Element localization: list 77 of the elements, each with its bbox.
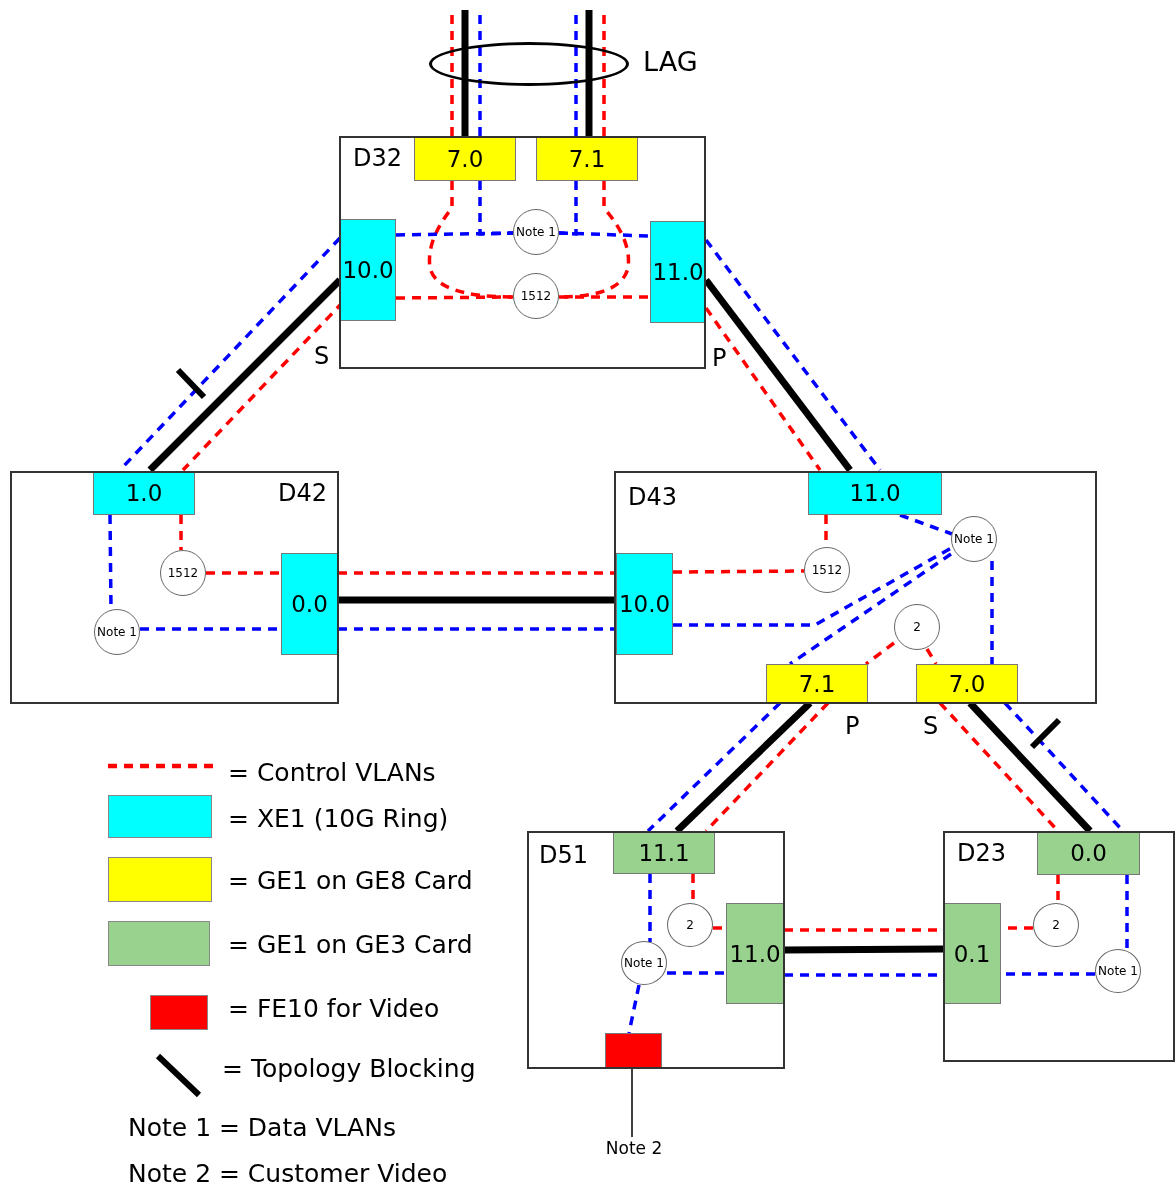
leader-line [631,1067,633,1138]
note-circle: Note 1 [621,941,667,985]
device-box [527,831,785,1069]
port-box: 0.1 [945,903,1001,1004]
port-role-label: S [923,712,939,740]
note-text: Note 2 [596,1136,672,1160]
device-label: D51 [539,841,589,869]
dashed-link [789,552,952,666]
device-label: D43 [628,483,678,511]
device-label: D42 [278,479,328,507]
port-box: 10.0 [616,553,673,655]
dashed-link [478,181,514,236]
dashed-link [338,571,616,575]
dashed-link [990,561,994,664]
port-box: 10.0 [341,219,396,321]
note-circle: 2 [667,903,713,947]
dashed-link [704,238,882,472]
device-box [339,136,706,369]
note-circle: Note 1 [94,609,140,655]
dashed-link [673,569,804,574]
legend-text: = GE1 on GE8 Card [228,866,473,895]
dashed-link [864,641,896,666]
dashed-link [338,627,616,631]
note-circle: Note 1 [951,516,997,562]
dashed-link [206,571,281,575]
port-role-label: P [712,344,727,372]
note-circle: 1512 [513,273,559,319]
note-circle: 2 [1033,903,1079,947]
legend-text: = Control VLANs [228,758,436,787]
note-text: Note 2 = Customer Video [128,1159,448,1187]
video-port-box [605,1033,662,1067]
device-label: D32 [353,144,403,172]
port-box: 11.0 [808,473,942,515]
dashed-link [925,648,938,665]
dashed-link [558,181,578,236]
note-circle: 1512 [160,550,206,596]
port-box: 11.0 [726,903,783,1004]
dashed-link [559,295,650,299]
dashed-link [646,701,782,833]
dashed-link [667,971,726,975]
note-text: Note 1 = Data VLANs [128,1113,396,1142]
port-box: 7.0 [916,664,1018,702]
device-box [10,471,339,704]
dashed-link [899,513,953,536]
port-box: 0.0 [1037,833,1140,875]
device-box [943,831,1175,1062]
port-box: 7.1 [766,664,868,702]
dashed-link [179,515,183,550]
dashed-link [704,307,822,471]
note-circle: Note 1 [1095,949,1141,993]
port-box: 7.1 [536,138,638,181]
note-circle: 1512 [804,547,850,593]
group-label: LAG [643,46,698,77]
dashed-link [627,984,641,1034]
port-role-label: P [845,712,860,740]
port-box: 11.0 [650,221,704,323]
cable-line [783,945,944,954]
dashed-link [396,295,513,300]
dashed-link [1056,875,1060,903]
legend-text: = XE1 (10G Ring) [228,804,449,833]
port-box: 11.1 [613,833,715,874]
device-label: D23 [957,839,1007,867]
port-box: 0.0 [281,553,337,655]
device-box [614,471,1097,704]
legend-text: = Topology Blocking [222,1054,476,1083]
dashed-link [648,874,652,942]
dashed-link [1125,875,1129,950]
legend-text: = FE10 for Video [228,994,440,1023]
lag-ellipse [429,42,629,86]
note-circle: Note 1 [513,209,559,255]
cable-line [338,596,616,604]
port-box: 7.0 [414,138,516,181]
legend-text: = GE1 on GE3 Card [228,930,473,959]
note-circle: 2 [894,604,940,650]
dashed-link [704,701,830,833]
port-role-label: S [314,342,330,370]
port-box: 1.0 [93,473,195,515]
